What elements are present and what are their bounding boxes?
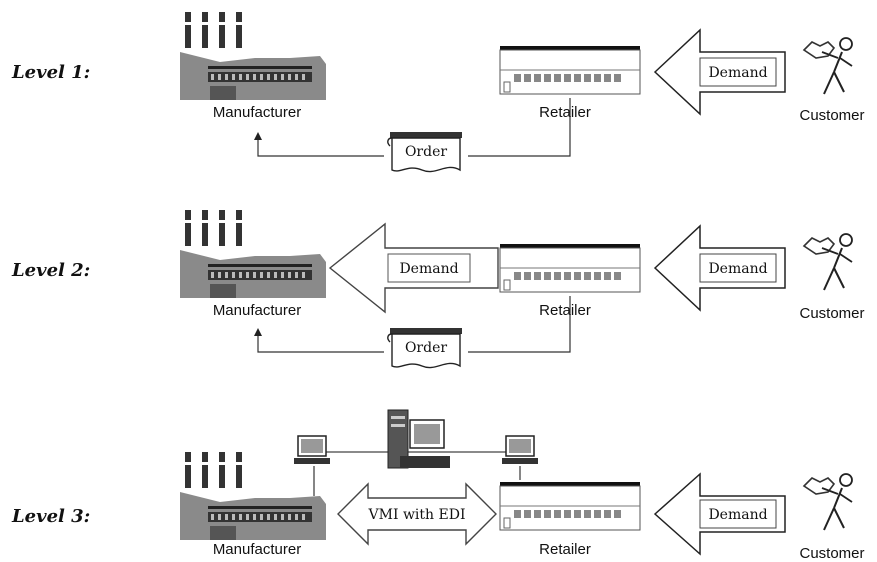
customer-label: Customer [799, 545, 864, 562]
shared-demand-arrow: Demand [328, 222, 499, 314]
level-3-label: Level 3: [11, 506, 90, 527]
demand-arrow-label: Demand [708, 65, 767, 81]
store-icon [499, 45, 641, 95]
order-flow: Order [254, 98, 571, 173]
level-2-row: Manufacturer Retailer Customer Demand De… [180, 210, 865, 369]
manufacturer-label: Manufacturer [213, 302, 301, 319]
factory-icon [180, 210, 326, 298]
level-3-row: Manufacturer Retailer Customer Demand VM… [180, 409, 865, 562]
retailer-label: Retailer [539, 541, 591, 558]
customer-demand-arrow: Demand [653, 472, 786, 556]
order-flow: Order [254, 296, 571, 369]
customer-icon [803, 37, 853, 95]
demand-arrow-label: Demand [708, 507, 767, 523]
level-1-row: Manufacturer Retailer Customer Demand Or… [180, 12, 865, 173]
customer-label: Customer [799, 107, 864, 124]
level-1-label: Level 1: [11, 62, 90, 83]
factory-icon [180, 12, 326, 100]
retailer-computer-icon [501, 435, 539, 465]
factory-icon [180, 452, 326, 540]
manufacturer-label: Manufacturer [213, 541, 301, 558]
demand-arrow-label: Demand [708, 261, 767, 277]
customer-icon [803, 473, 853, 531]
manufacturer-label: Manufacturer [213, 104, 301, 121]
manufacturer-computer-icon [293, 435, 331, 465]
store-icon [499, 481, 641, 531]
order-label: Order [405, 144, 447, 160]
vmi-edi-label: VMI with EDI [368, 507, 466, 523]
level-2-label: Level 2: [11, 260, 90, 281]
server-icon [387, 409, 450, 469]
edi-network [293, 409, 539, 496]
retailer-label: Retailer [539, 104, 591, 121]
store-icon [499, 243, 641, 293]
retailer-label: Retailer [539, 302, 591, 319]
customer-icon [803, 233, 853, 291]
customer-label: Customer [799, 305, 864, 322]
shared-demand-label: Demand [399, 261, 458, 277]
customer-demand-arrow: Demand [653, 28, 786, 116]
customer-demand-arrow: Demand [653, 224, 786, 312]
order-label: Order [405, 340, 447, 356]
vmi-edi-double-arrow: VMI with EDI [337, 482, 497, 546]
